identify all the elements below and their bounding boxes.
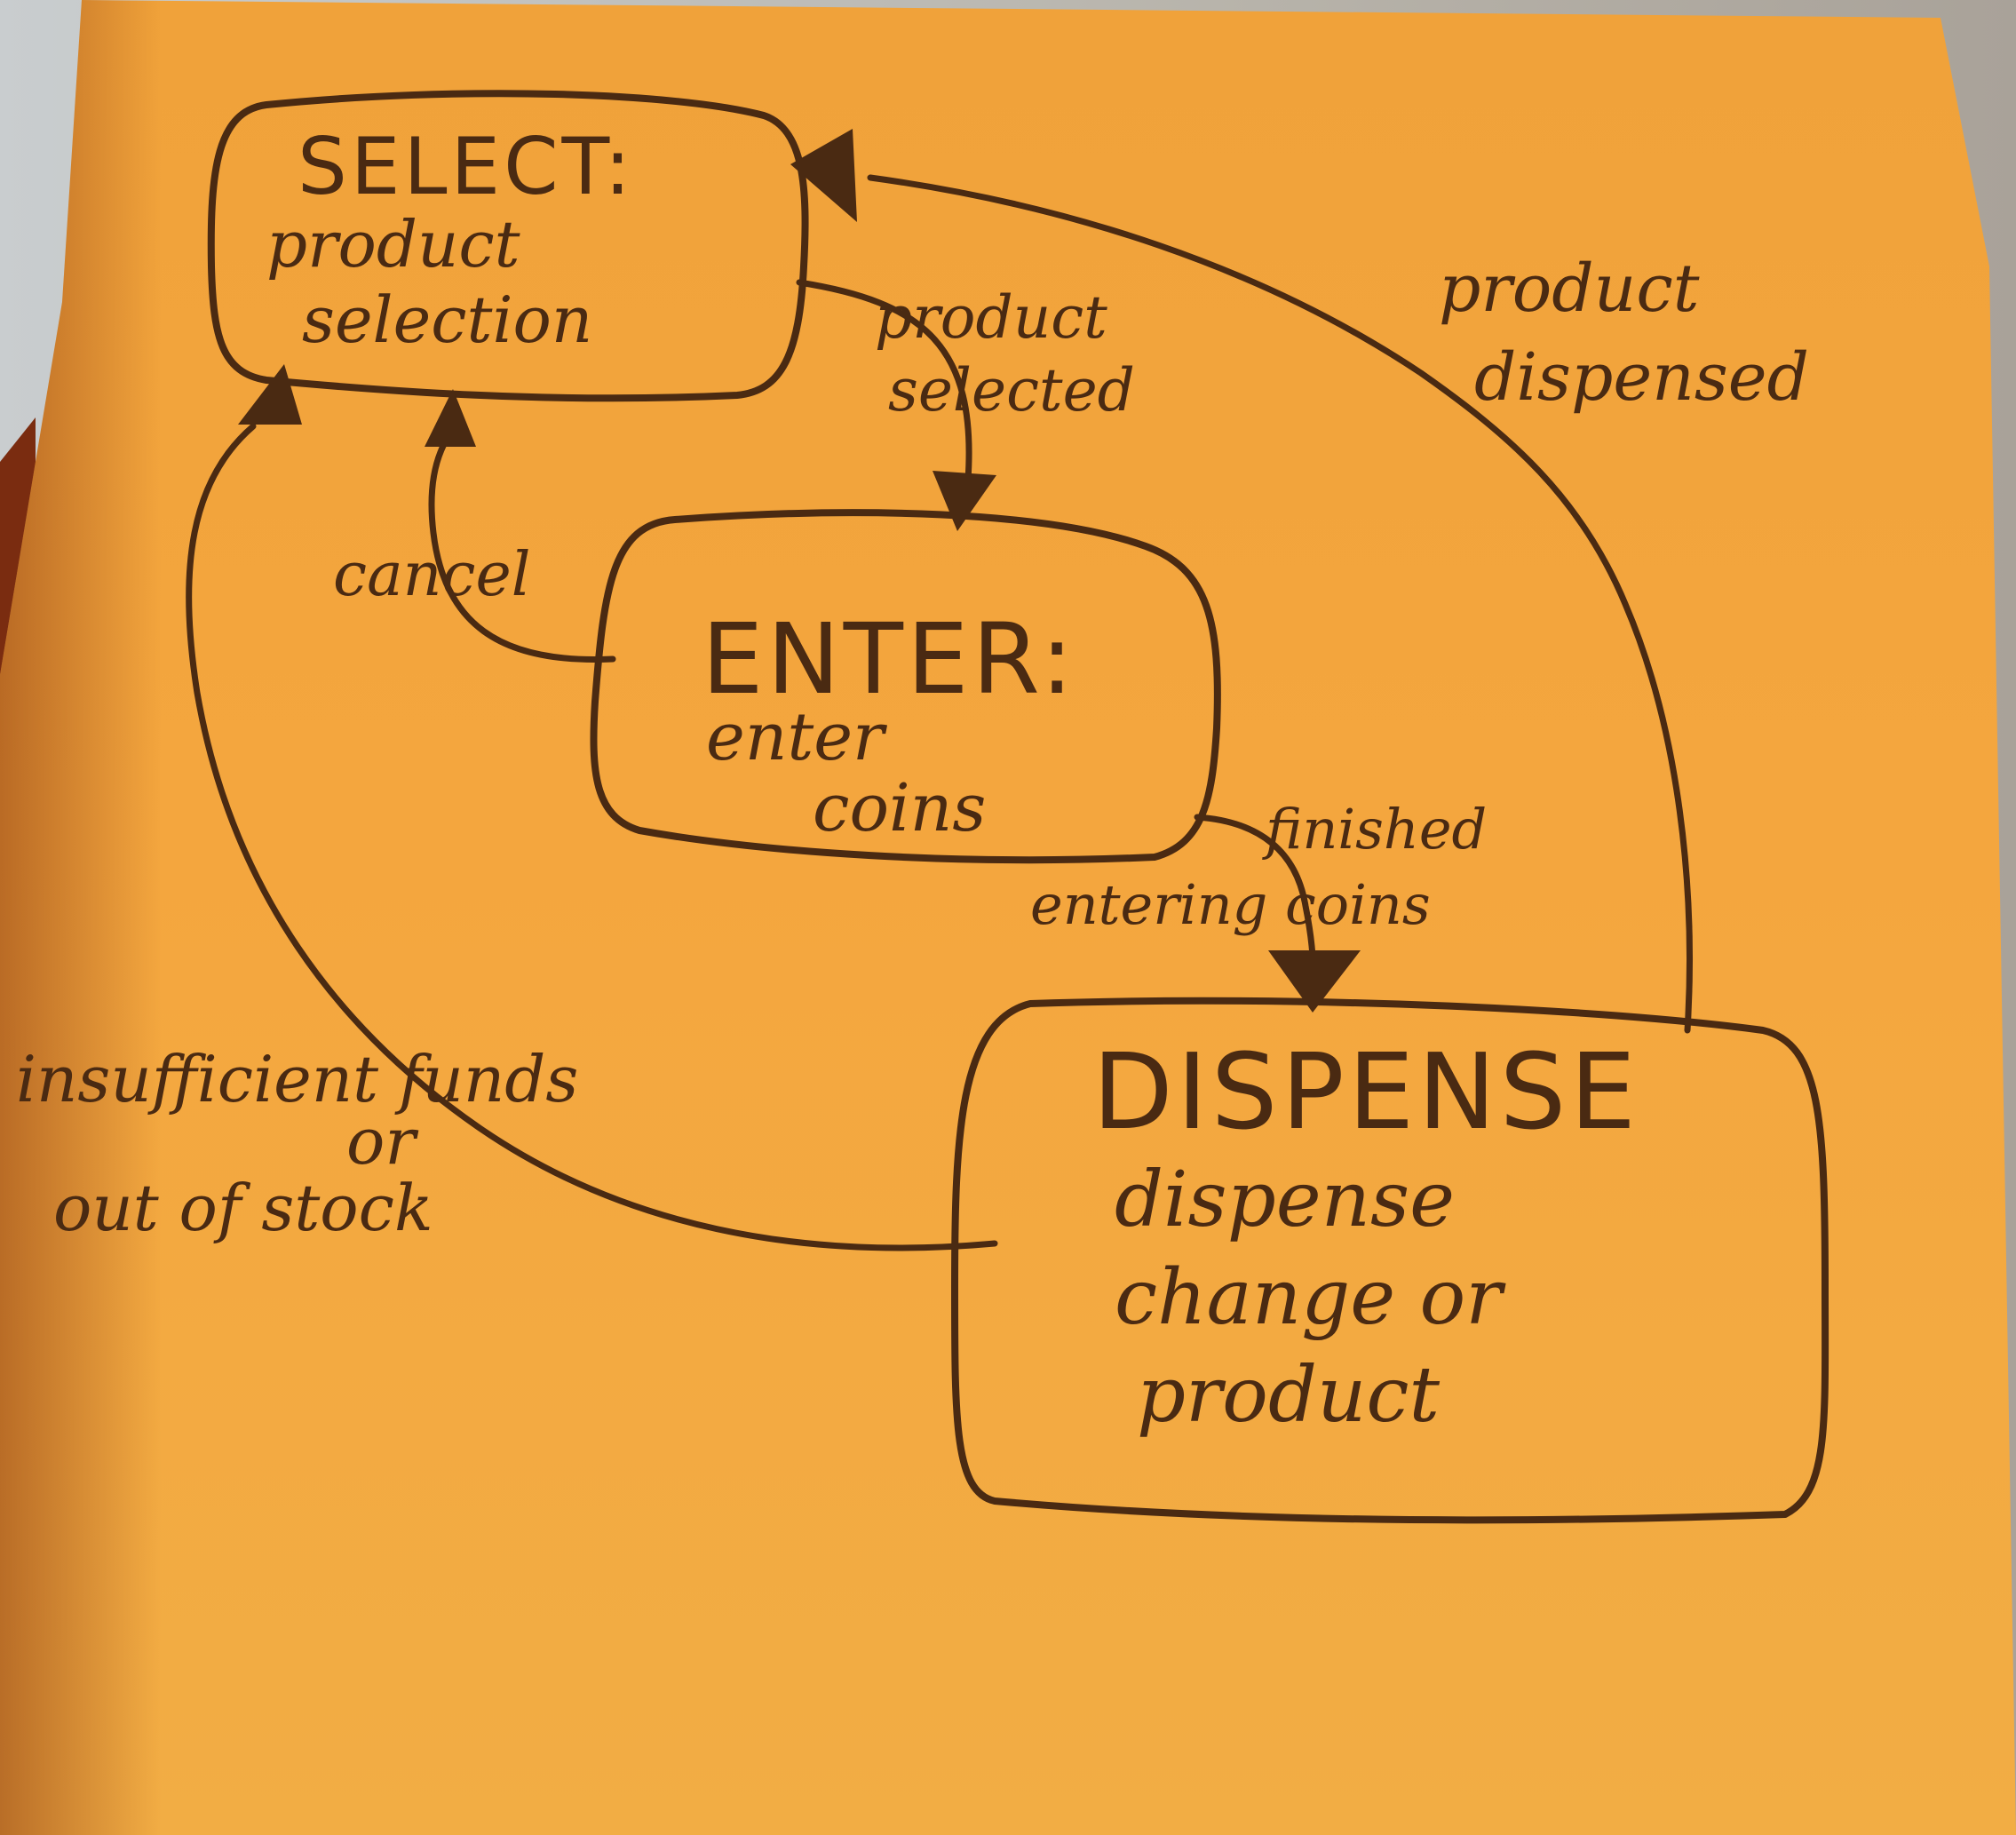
transition-cancel-arrowhead xyxy=(425,389,476,447)
state-enter: ENTER: enter coins xyxy=(590,509,1221,864)
state-enter-desc-line2: coins xyxy=(813,770,986,846)
transition-finished-entering-arrowhead xyxy=(1268,950,1361,1013)
state-select-box xyxy=(207,90,809,402)
state-dispense-desc-line2: change or xyxy=(1115,1253,1506,1342)
state-dispense-title: DISPENSE xyxy=(1092,1030,1639,1153)
transition-insufficient-label-line1: insufficient funds xyxy=(16,1042,578,1116)
state-dispense-box xyxy=(951,997,1829,1524)
transition-product-dispensed: product dispensed xyxy=(790,129,1809,1034)
state-dispense-desc-line1: dispense xyxy=(1115,1156,1455,1244)
transition-finished-entering: finished entering coins xyxy=(1030,797,1487,1013)
transition-cancel-label: cancel xyxy=(333,540,531,610)
transition-finished-entering-line xyxy=(1194,814,1316,963)
state-dispense-desc-line3: product xyxy=(1137,1351,1441,1440)
transition-product-selected-label-line2: selected xyxy=(888,356,1135,425)
state-dispense: DISPENSE dispense change or product xyxy=(951,997,1829,1524)
transition-product-dispensed-label-line2: dispensed xyxy=(1474,339,1809,416)
state-enter-desc-line1: enter xyxy=(706,699,888,775)
transition-product-selected: product selected xyxy=(796,279,1135,531)
state-select-desc-line2: selection xyxy=(302,282,592,357)
transition-product-dispensed-arrowhead xyxy=(790,129,857,222)
transition-product-dispensed-line xyxy=(867,174,1693,1034)
transition-cancel-line xyxy=(428,441,616,663)
transition-product-selected-arrowhead xyxy=(933,471,996,531)
transition-insufficient: insufficient funds or out of stock xyxy=(16,364,998,1251)
state-select-desc-line1: product xyxy=(266,207,521,282)
transition-cancel: cancel xyxy=(333,389,616,663)
state-enter-box xyxy=(590,509,1221,864)
transition-product-dispensed-label-line1: product xyxy=(1439,250,1700,327)
transition-product-selected-label-line1: product xyxy=(875,283,1107,352)
transition-insufficient-label-line3: out of stock xyxy=(53,1171,433,1245)
transition-product-selected-line xyxy=(796,279,972,483)
state-enter-title: ENTER: xyxy=(702,602,1077,716)
transition-insufficient-label-line2: or xyxy=(346,1104,418,1179)
transition-finished-entering-label-line1: finished xyxy=(1262,797,1487,862)
state-select-title: SELECT: xyxy=(298,121,634,212)
transition-insufficient-arrowhead xyxy=(238,364,302,425)
state-select: SELECT: product selection xyxy=(207,90,809,402)
transition-finished-entering-label-line2: entering coins xyxy=(1030,872,1431,937)
transition-insufficient-line xyxy=(186,423,998,1251)
